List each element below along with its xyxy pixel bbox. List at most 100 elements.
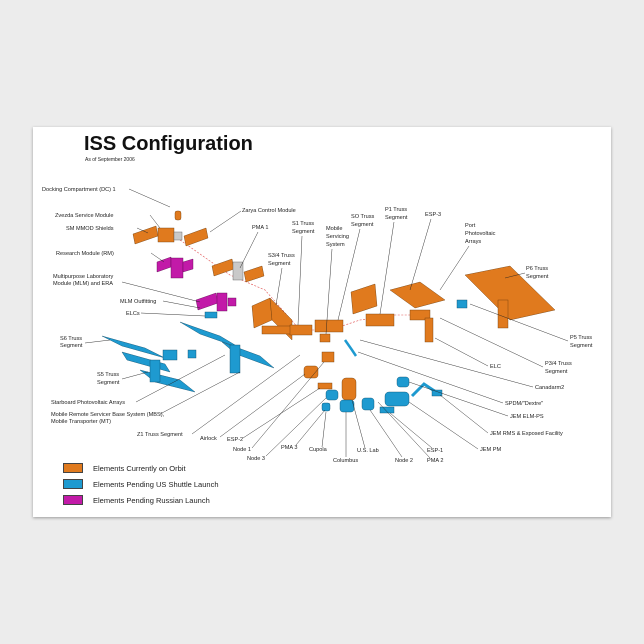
jem-elm-shape: [396, 376, 410, 388]
legend-item-on-orbit: Elements Currently on Orbit: [63, 462, 186, 474]
label-elcs: ELCs: [126, 311, 140, 317]
starboard-pv-shape: [179, 321, 275, 374]
zvezda-shape: [132, 225, 209, 247]
mlm-shape: [195, 292, 237, 312]
legend-swatch-orange: [63, 463, 83, 473]
label-s34-line2: Segment: [268, 261, 291, 267]
label-jem-pm: JEM PM: [480, 447, 501, 453]
leader-sm-mmod: [136, 227, 149, 234]
leader-s0: [337, 228, 361, 321]
label-canadarm2: Canadarm2: [535, 385, 564, 391]
mss-shape: [319, 333, 331, 343]
label-p6-line2: Segment: [526, 274, 549, 280]
label-columbus: Columbus: [333, 458, 358, 464]
leader-pma1: [239, 231, 259, 269]
label-node1: Node 1: [233, 447, 251, 453]
leader-node2: [369, 409, 403, 458]
legend-swatch-blue: [63, 479, 83, 489]
label-mss-line1: Mobile: [326, 226, 342, 232]
label-mbs-line1: Mobile Remote Servicer Base System (MBS)…: [51, 412, 165, 418]
leader-node1: [251, 361, 325, 449]
label-research-module: Research Module (RM): [56, 251, 114, 257]
leader-starboard-pv: [135, 354, 226, 403]
leader-elc: [434, 337, 489, 367]
leader-z1: [191, 354, 301, 435]
leader-mbs: [159, 371, 241, 415]
leader-p34: [439, 317, 544, 368]
label-p34-line2: Segment: [545, 369, 568, 375]
esp1-shape: [379, 406, 395, 414]
leader-pma3: [295, 409, 326, 446]
label-s5-line1: S5 Truss: [97, 372, 119, 378]
label-s0-line2: Segment: [351, 222, 374, 228]
label-s6-line1: S6 Truss: [60, 336, 82, 342]
leader-s5: [121, 371, 149, 380]
label-p5-line2: Segment: [570, 343, 593, 349]
label-port-pv-line3: Arrays: [465, 239, 481, 245]
label-starboard-pv: Starboard Photovoltaic Arrays: [51, 400, 125, 406]
label-sm-mmod: SM MMOD Shields: [66, 226, 114, 232]
leader-esp3: [409, 218, 432, 291]
jem-pm-shape: [384, 391, 410, 407]
label-pma1: PMA 1: [252, 225, 268, 231]
leader-jem-elm: [408, 381, 509, 417]
label-z1: Z1 Truss Segment: [137, 432, 183, 438]
research-module-shape: [156, 256, 194, 279]
label-mlm-outfitting: MLM Outfitting: [120, 299, 156, 305]
label-spdm: SPDM/"Dextre": [505, 401, 543, 407]
label-zvezda: Zvezda Service Module: [55, 213, 113, 219]
label-esp2: ESP-2: [227, 437, 243, 443]
label-mbs-line2: Mobile Transporter (MT): [51, 419, 111, 425]
label-jem-elm: JEM ELM-PS: [510, 414, 544, 420]
label-s6-line2: Segment: [60, 343, 83, 349]
p34-truss-shape: [389, 281, 446, 343]
leader-elcs: [140, 312, 206, 317]
label-port-pv-line2: Photovoltaic: [465, 231, 496, 237]
label-s5-line2: Segment: [97, 380, 120, 386]
elcs-shape: [204, 311, 218, 319]
label-s0-line1: SO Truss: [351, 214, 375, 220]
node2-shape: [361, 397, 375, 411]
leader-mlm-outfitting: [162, 300, 201, 309]
label-esp1: ESP-1: [427, 448, 443, 454]
leader-canadarm2: [359, 339, 534, 388]
us-lab-shape: [341, 377, 357, 401]
legend-label: Elements Currently on Orbit: [93, 463, 186, 473]
leader-jem-pm: [408, 401, 479, 450]
legend-item-russian: Elements Pending Russian Launch: [63, 494, 210, 506]
leader-us-lab: [351, 399, 366, 449]
legend-item-us-shuttle: Elements Pending US Shuttle Launch: [63, 478, 219, 490]
label-docking-compartment: Docking Compartment (DC) 1: [42, 187, 116, 193]
esp2-shape: [317, 382, 333, 390]
label-port-pv-line1: Port: [465, 223, 476, 229]
leader-esp1: [389, 412, 433, 449]
zarya-shape: [211, 258, 265, 283]
airlock-shape: [303, 365, 319, 379]
s1-truss-shape: [289, 324, 313, 336]
leader-s1: [297, 235, 303, 326]
cupola-shape: [321, 402, 331, 412]
label-p6-line1: P6 Truss: [526, 266, 548, 272]
label-jem-rms: JEM RMS & Exposed Facility: [490, 431, 563, 437]
leader-pma2: [377, 401, 431, 459]
leader-s6: [84, 339, 111, 344]
p6-truss-shape: [464, 265, 556, 329]
columbus-shape: [339, 399, 355, 413]
leader-s34: [275, 267, 283, 306]
label-mlm-line1: Multipurpose Laboratory: [53, 274, 114, 280]
leader-research-module: [150, 252, 165, 263]
label-pma3: PMA 3: [281, 445, 297, 451]
label-node2: Node 2: [395, 458, 413, 464]
label-p34-line1: P3/4 Truss: [545, 361, 572, 367]
label-cupola: Cupola: [309, 447, 328, 453]
label-s1-line1: S1 Truss: [292, 221, 314, 227]
leader-p6: [504, 272, 526, 279]
leader-node3: [265, 397, 327, 457]
label-mlm-line2: Module (MLM) and ERA: [53, 281, 113, 287]
label-esp3: ESP-3: [425, 212, 441, 218]
label-p5-line1: P5 Truss: [570, 335, 592, 341]
node3-shape: [325, 389, 339, 401]
leader-docking-compartment: [128, 188, 171, 208]
label-s1-line2: Segment: [292, 229, 315, 235]
label-mss-line2: Servicing: [326, 234, 349, 240]
